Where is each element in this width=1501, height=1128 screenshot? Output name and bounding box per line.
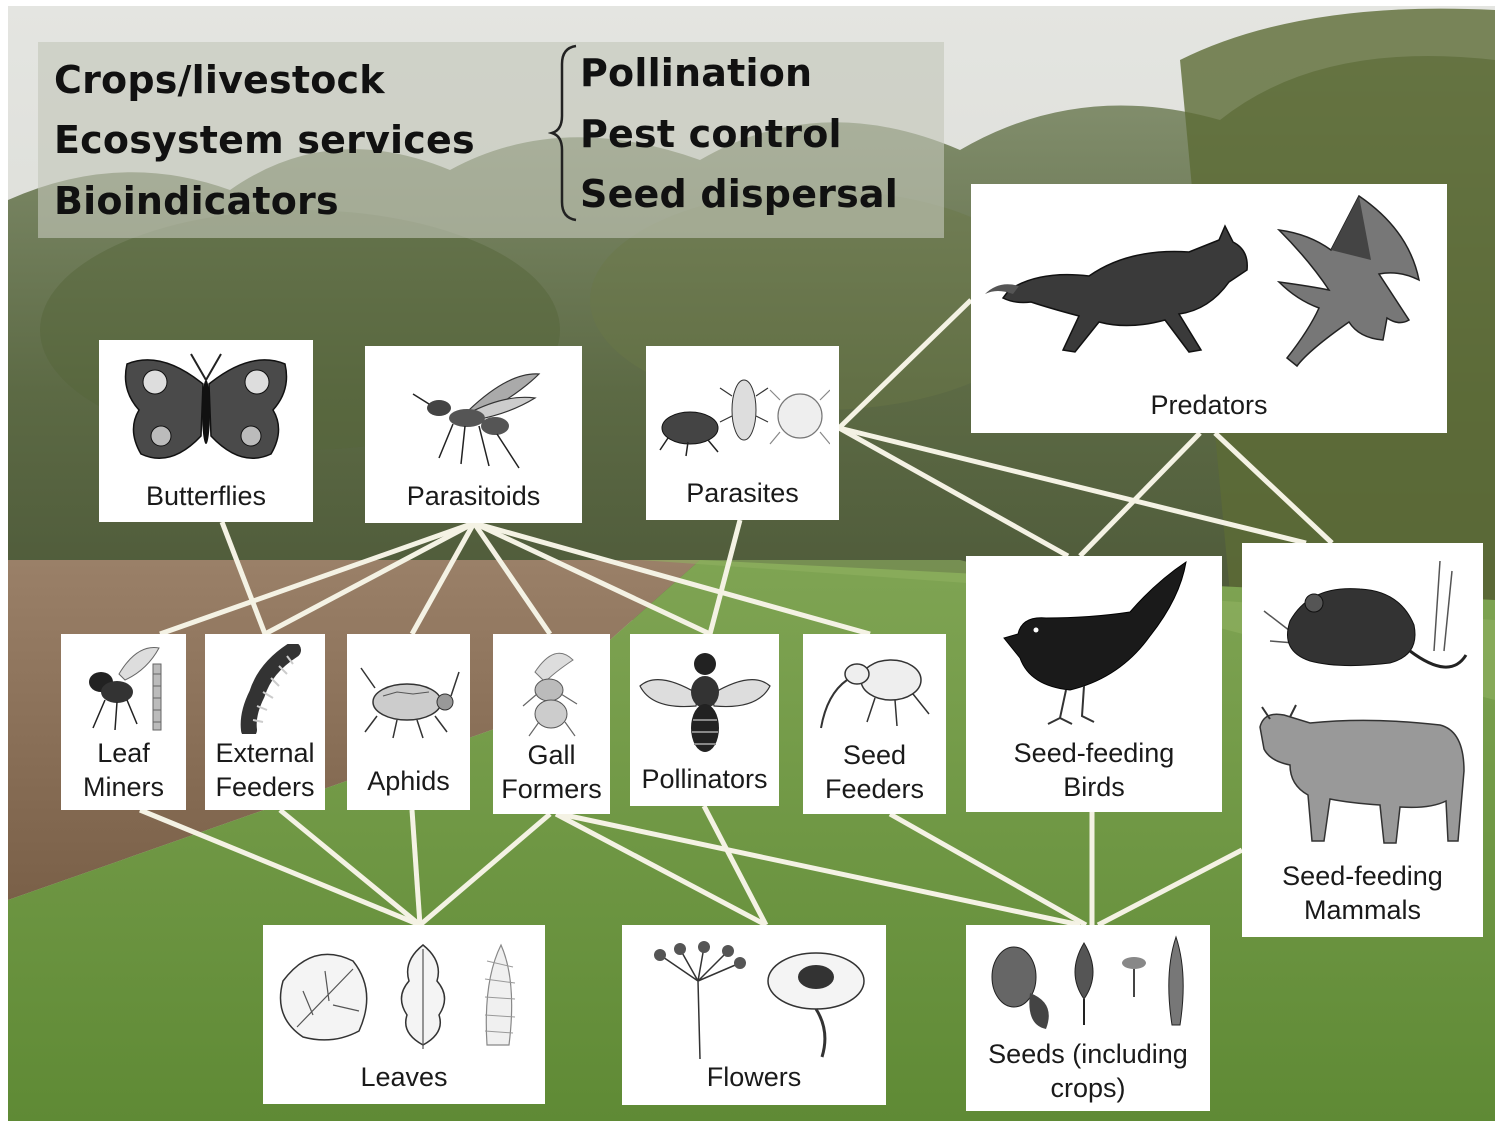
fox-and-hawk-icon	[979, 190, 1439, 380]
link-gall-formers-to-leaves	[420, 814, 550, 925]
node-aphids: Aphids	[347, 634, 470, 810]
aphid-icon	[357, 662, 461, 742]
weevil-icon	[817, 644, 933, 734]
link-seed-feeding-mammals-to-seeds	[1098, 850, 1242, 925]
node-predators: Predators	[971, 184, 1447, 433]
info-seed-dispersal: Seed dispersal	[580, 172, 898, 216]
node-butterflies: Butterflies	[99, 340, 313, 522]
label-seed-feeding-birds-2: Birds	[966, 770, 1222, 804]
node-seed-feeding-birds: Seed-feeding Birds	[966, 556, 1222, 812]
link-parasitoids-to-leaf-miners	[160, 523, 474, 634]
leaves-icon	[273, 941, 535, 1051]
link-parasites-to-seed-feeding-mammals	[839, 428, 1306, 543]
label-predators: Predators	[971, 388, 1447, 422]
node-leaves: Leaves	[263, 925, 545, 1104]
label-seed-feeders-2: Feeders	[803, 772, 946, 806]
label-leaf-miners-1: Leaf	[61, 736, 186, 770]
node-leaf-miners: Leaf Miners	[61, 634, 186, 810]
info-ecosystem-services: Ecosystem services	[54, 118, 475, 162]
node-parasites: Parasites	[646, 346, 839, 520]
node-parasitoids: Parasitoids	[365, 346, 582, 523]
bee-icon	[638, 650, 772, 754]
mite-icon	[658, 366, 830, 466]
info-bioindicators: Bioindicators	[54, 179, 339, 223]
link-leaf-miners-to-leaves	[140, 810, 420, 925]
link-parasites-to-seed-feeding-birds	[839, 428, 1068, 556]
label-parasitoids: Parasitoids	[365, 479, 582, 513]
label-aphids: Aphids	[347, 764, 470, 798]
label-gall-formers-1: Gall	[493, 738, 610, 772]
wasp-icon	[409, 368, 549, 478]
butterfly-icon	[121, 350, 291, 470]
node-external-feeders: External Feeders	[205, 634, 325, 810]
caterpillar-icon	[235, 644, 305, 734]
link-external-feeders-to-leaves	[280, 810, 420, 925]
label-leaf-miners-2: Miners	[61, 770, 186, 804]
link-aphids-to-leaves	[412, 810, 420, 925]
seeds-icon	[986, 933, 1196, 1033]
label-external-feeders-1: External	[205, 736, 325, 770]
label-seeds-1: Seeds (including	[966, 1037, 1210, 1071]
node-pollinators: Pollinators	[630, 634, 779, 806]
info-crops-livestock: Crops/livestock	[54, 58, 385, 102]
node-seed-feeding-mammals: Seed-feeding Mammals	[1242, 543, 1483, 937]
label-seed-feeding-mammals-2: Mammals	[1242, 893, 1483, 927]
label-pollinators: Pollinators	[630, 762, 779, 796]
node-gall-formers: Gall Formers	[493, 634, 610, 814]
flowers-icon	[640, 941, 872, 1059]
fly-icon	[77, 644, 173, 734]
info-pollination: Pollination	[580, 51, 812, 95]
label-butterflies: Butterflies	[99, 479, 313, 513]
label-gall-formers-2: Formers	[493, 772, 610, 806]
label-flowers: Flowers	[622, 1060, 886, 1094]
info-pest-control: Pest control	[580, 112, 842, 156]
link-gall-formers-to-seeds	[560, 814, 1080, 925]
mouse-and-cow-icon	[1250, 551, 1476, 851]
link-butterflies-to-external-feeders	[222, 522, 265, 634]
node-seed-feeders: Seed Feeders	[803, 634, 946, 814]
link-predators-to-seed-feeding-birds	[1080, 433, 1200, 556]
link-parasites-to-pollinators	[710, 520, 740, 634]
label-parasites: Parasites	[646, 476, 839, 510]
link-parasites-to-predators	[839, 300, 971, 428]
bird-icon	[1000, 558, 1196, 730]
label-seeds-2: crops)	[966, 1071, 1210, 1105]
node-seeds: Seeds (including crops)	[966, 925, 1210, 1111]
gall-wasp-icon	[515, 642, 589, 738]
label-leaves: Leaves	[263, 1060, 545, 1094]
node-flowers: Flowers	[622, 925, 886, 1105]
label-seed-feeding-mammals-1: Seed-feeding	[1242, 859, 1483, 893]
label-seed-feeding-birds-1: Seed-feeding	[966, 736, 1222, 770]
curly-brace-icon	[548, 44, 580, 222]
link-seed-feeders-to-seeds	[890, 814, 1086, 925]
label-seed-feeders-1: Seed	[803, 738, 946, 772]
label-external-feeders-2: Feeders	[205, 770, 325, 804]
